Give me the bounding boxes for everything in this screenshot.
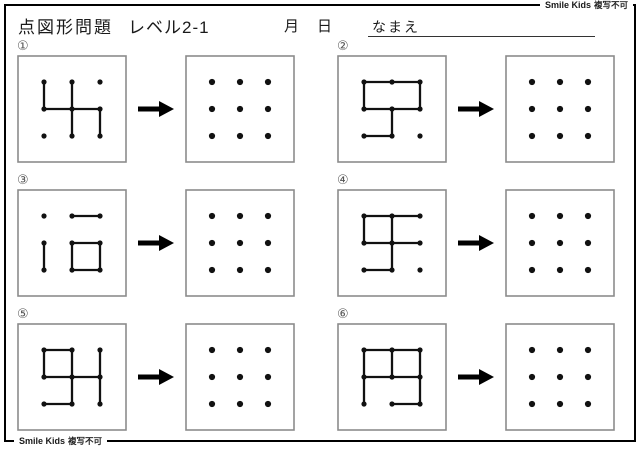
puzzle-number: ② [337,38,349,53]
arrow-icon [458,235,494,251]
name-write-line [368,36,595,37]
answer-grid [505,323,615,431]
puzzle-figure [337,189,447,297]
brand-name: Smile Kids [545,0,592,10]
arrow-icon [138,101,174,117]
page-title: 点図形問題 [18,18,113,37]
puzzle-cell: ① [17,38,295,163]
puzzle-cell: ⑤ [17,306,295,431]
puzzle-cell: ③ [17,172,295,297]
puzzle-number: ③ [17,172,29,187]
answer-grid [185,323,295,431]
brand-name: Smile Kids [19,436,66,446]
puzzle-figure [17,55,127,163]
level-label: レベル2-1 [128,18,210,37]
arrow-icon [138,369,174,385]
answer-grid [185,189,295,297]
arrow-icon [138,235,174,251]
puzzle-cell: ② [337,38,615,163]
day-label: 日 [317,18,333,35]
puzzle-cell: ⑥ [337,306,615,431]
puzzle-number: ⑥ [337,306,349,321]
no-copy-label: 複写不可 [68,436,103,446]
puzzle-figure [17,189,127,297]
puzzle-number: ① [17,38,29,53]
month-label: 月 [284,18,300,35]
puzzle-number: ⑤ [17,306,29,321]
answer-grid [185,55,295,163]
puzzle-figure [337,55,447,163]
arrow-icon [458,101,494,117]
puzzle-number: ④ [337,172,349,187]
puzzle-figure [17,323,127,431]
no-copy-label: 複写不可 [594,0,629,10]
answer-grid [505,189,615,297]
puzzle-cell: ④ [337,172,615,297]
arrow-icon [458,369,494,385]
answer-grid [505,55,615,163]
name-label: なまえ [372,19,420,35]
puzzle-figure [337,323,447,431]
